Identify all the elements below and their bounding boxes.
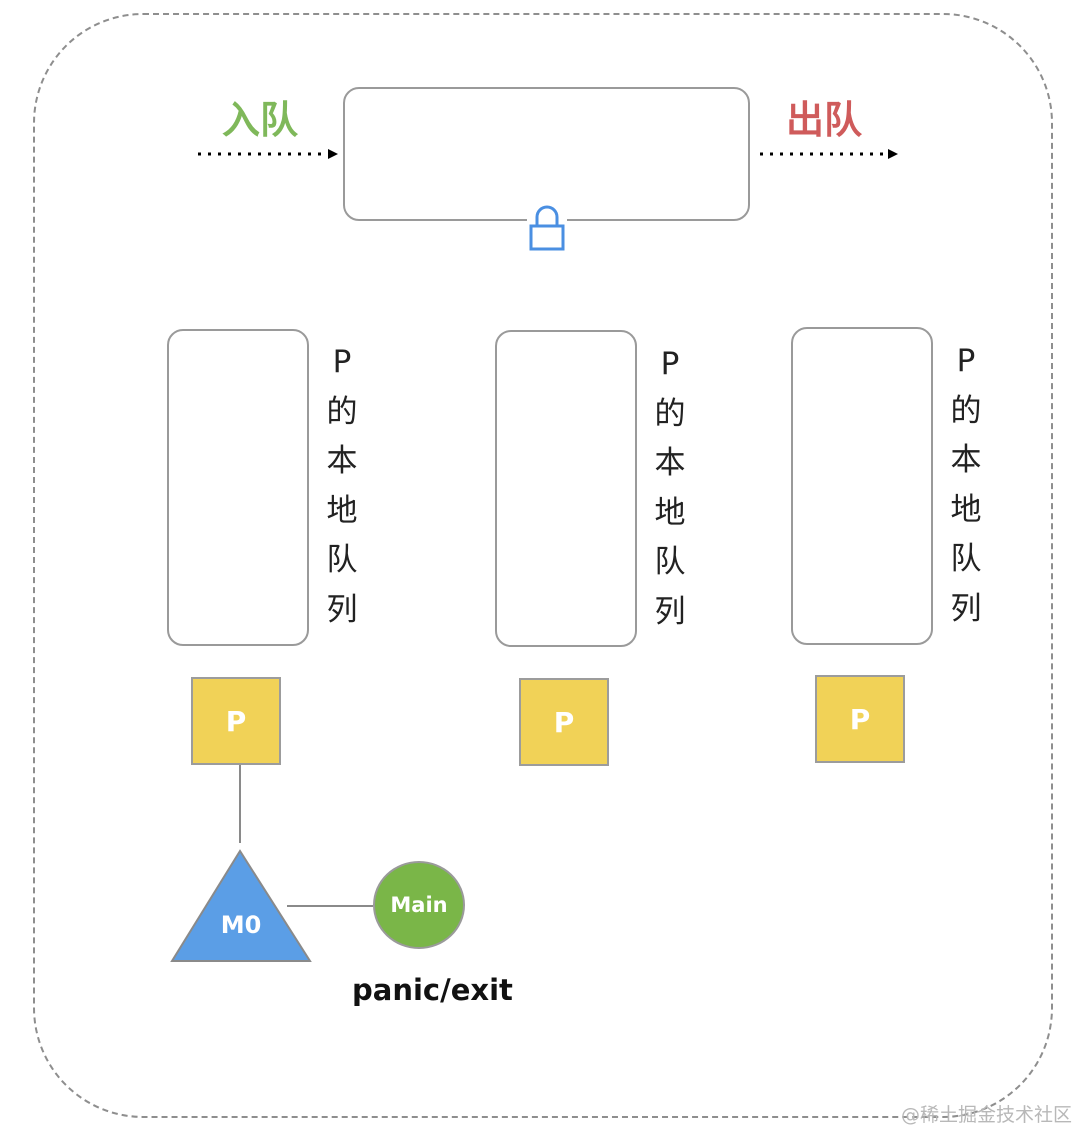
local-queue-label-1: P 的 本 地 队 列 (326, 344, 358, 628)
local-queue-label-2: P 的 本 地 队 列 (654, 346, 686, 630)
local-run-queue-1 (167, 329, 309, 646)
dequeue-label: 出队 (786, 98, 863, 142)
local-queue-label-3: P 的 本 地 队 列 (950, 343, 982, 627)
processor-p-2: P (519, 678, 609, 766)
enqueue-label: 入队 (222, 98, 299, 142)
main-goroutine: Main (373, 861, 465, 949)
global-run-queue (343, 87, 750, 221)
processor-p-1: P (191, 677, 281, 765)
event-label: panic/exit (352, 973, 513, 1007)
processor-p-3: P (815, 675, 905, 763)
diagram-frame (33, 13, 1053, 1118)
local-run-queue-2 (495, 330, 637, 647)
local-run-queue-3 (791, 327, 933, 645)
watermark: @稀土掘金技术社区 (900, 1104, 1072, 1126)
machine-label: M0 (220, 911, 262, 939)
lock-icon (527, 203, 567, 251)
machine-triangle (170, 849, 312, 962)
